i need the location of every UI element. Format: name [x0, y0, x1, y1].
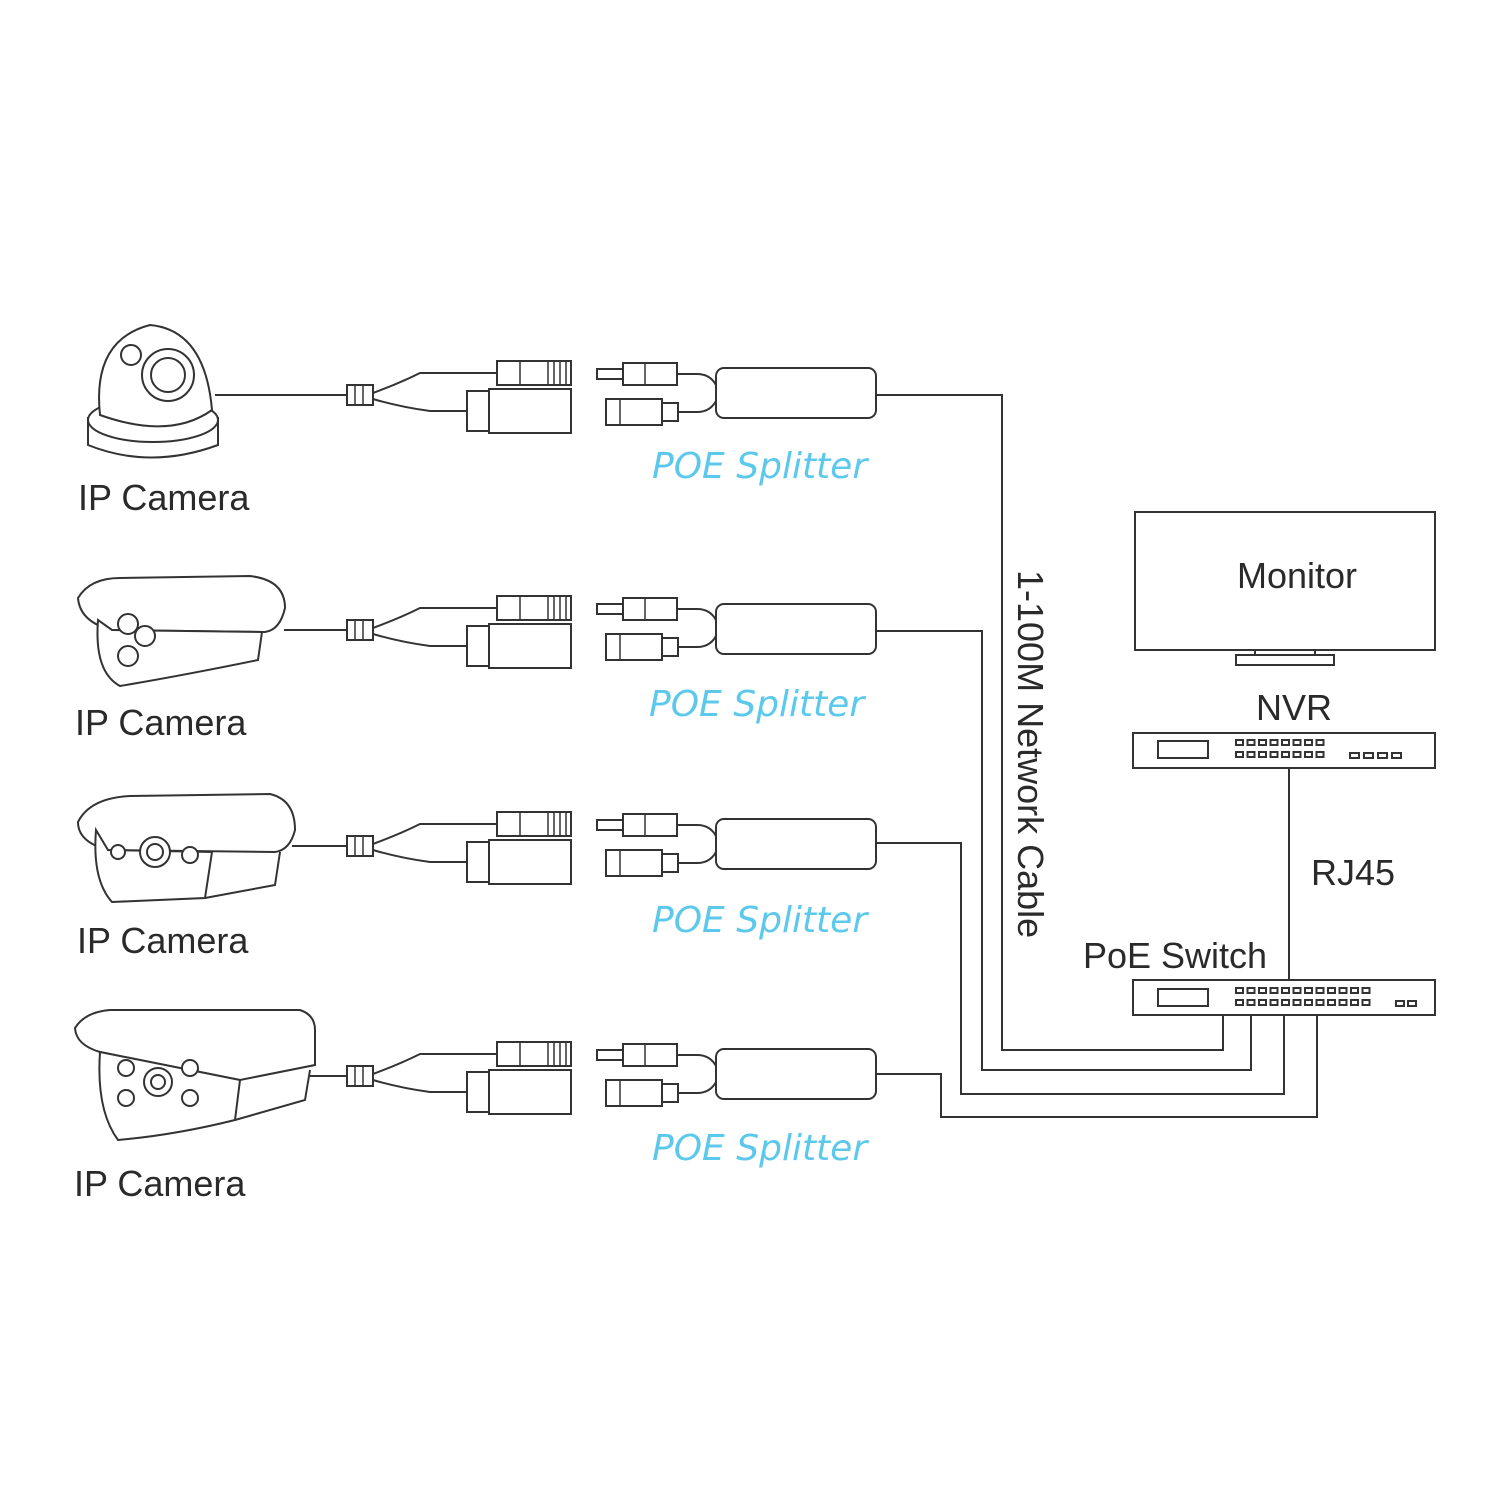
camera-row-3: IP Camera POE Splitter	[76, 792, 877, 961]
cable-label: 1-100M Network Cable	[1010, 570, 1051, 938]
port-icon	[1350, 987, 1359, 994]
port-icon	[1338, 987, 1348, 994]
poe-switch-icon	[1132, 979, 1436, 1016]
port-icon	[1315, 987, 1325, 994]
port-icon	[1315, 751, 1325, 758]
port-icon	[1269, 739, 1279, 746]
camera-label-1: IP Camera	[78, 477, 250, 518]
nvr-icon	[1132, 732, 1436, 769]
port-icon	[1349, 752, 1360, 759]
port-icon	[1246, 739, 1256, 746]
camera-row-4: IP Camera POE Splitter	[73, 1009, 877, 1204]
splitter-label-3: POE Splitter	[652, 900, 869, 941]
port-icon	[1363, 752, 1374, 759]
rj45-label: RJ45	[1311, 852, 1395, 893]
port-icon	[1246, 987, 1256, 994]
port-icon	[1377, 752, 1388, 759]
connector-set-4	[346, 1041, 717, 1115]
poe-splitter-3	[715, 818, 877, 870]
port-icon	[1258, 987, 1267, 994]
port-icon	[1395, 1000, 1405, 1007]
port-icon	[1327, 999, 1336, 1006]
port-icon	[1338, 999, 1348, 1006]
port-icon	[1258, 751, 1267, 758]
switch-label: PoE Switch	[1083, 935, 1267, 976]
poe-splitter-2	[715, 603, 877, 655]
port-icon	[1407, 1000, 1417, 1007]
monitor-label: Monitor	[1237, 555, 1357, 596]
port-icon	[1281, 751, 1290, 758]
nvr-label: NVR	[1256, 687, 1332, 728]
port-icon	[1258, 739, 1267, 746]
port-icon	[1292, 751, 1302, 758]
port-icon	[1281, 987, 1290, 994]
port-icon	[1327, 987, 1336, 994]
port-icon	[1246, 999, 1256, 1006]
connector-set-1	[346, 360, 717, 434]
port-icon	[1269, 999, 1279, 1006]
port-icon	[1304, 751, 1313, 758]
port-icon	[1281, 999, 1290, 1006]
port-icon	[1269, 987, 1279, 994]
network-cables	[876, 394, 1318, 1118]
port-icon	[1391, 752, 1402, 759]
port-icon	[1304, 987, 1313, 994]
port-icon	[1315, 999, 1325, 1006]
port-icon	[1281, 739, 1290, 746]
port-icon	[1292, 987, 1302, 994]
splitter-label-4: POE Splitter	[652, 1128, 869, 1169]
port-icon	[1258, 999, 1267, 1006]
splitter-label-1: POE Splitter	[652, 446, 869, 487]
camera-label-4: IP Camera	[74, 1163, 246, 1204]
port-icon	[1246, 751, 1256, 758]
bullet-camera-icon	[73, 1009, 316, 1142]
connector-set-2	[346, 595, 717, 669]
camera-row-2: IP Camera POE Splitter	[75, 574, 877, 743]
port-icon	[1235, 739, 1244, 746]
bullet-camera-icon	[76, 792, 297, 904]
port-icon	[1235, 751, 1244, 758]
bullet-camera-icon	[76, 574, 287, 688]
port-icon	[1304, 999, 1313, 1006]
poe-splitter-4	[715, 1048, 877, 1100]
camera-row-1: IP Camera POE Splitter	[78, 323, 877, 518]
port-icon	[1292, 999, 1302, 1006]
port-icon	[1304, 739, 1313, 746]
port-icon	[1235, 987, 1244, 994]
port-icon	[1292, 739, 1302, 746]
camera-label-3: IP Camera	[77, 920, 249, 961]
dome-camera-icon	[87, 323, 219, 459]
port-icon	[1361, 987, 1371, 994]
port-icon	[1235, 999, 1244, 1006]
port-icon	[1361, 999, 1371, 1006]
camera-label-2: IP Camera	[75, 702, 247, 743]
port-icon	[1269, 751, 1279, 758]
port-icon	[1315, 739, 1325, 746]
connector-set-3	[346, 811, 717, 885]
monitor-icon	[1134, 511, 1436, 666]
port-icon	[1350, 999, 1359, 1006]
poe-splitter-1	[715, 367, 877, 419]
splitter-label-2: POE Splitter	[649, 684, 866, 725]
